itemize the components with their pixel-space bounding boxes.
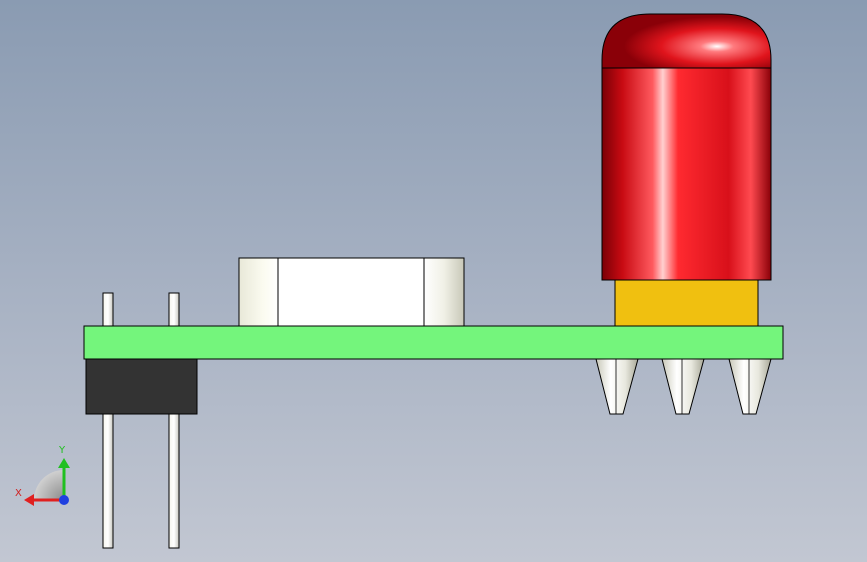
x-axis-label: X [15,488,22,499]
conical-pin-1 [595,358,639,415]
axis-triad: X Y [15,445,70,506]
crystal-component [238,257,465,327]
header-pin-right [168,292,180,549]
x-axis-arrow [24,494,62,506]
y-axis-arrow [58,458,70,498]
conical-pin-2 [661,358,705,415]
header-block [85,358,198,415]
pcb-board [83,325,784,360]
conical-pin-3 [728,358,772,415]
header-pin-left [102,292,114,549]
triad-quarter-disc [34,470,64,500]
y-axis-label: Y [58,445,66,456]
z-axis-dot [59,495,69,505]
led-cap [601,13,772,281]
led-base [614,278,759,327]
